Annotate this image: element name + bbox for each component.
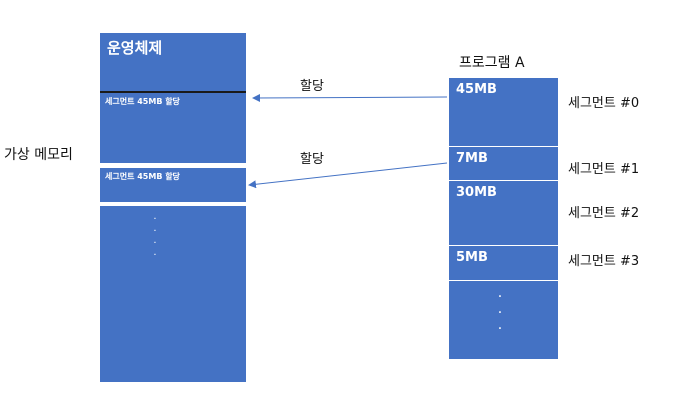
arrow-segment-1 — [248, 162, 448, 189]
program-segment-1-size: 7MB — [456, 151, 488, 166]
virtual-memory-label: 가상 메모리 — [4, 147, 73, 163]
vm-segment-label-2: 세그먼트 45MB 할당 — [105, 172, 180, 181]
arrow-label-bottom: 할당 — [300, 152, 324, 167]
program-segment-2: 30MB — [449, 181, 558, 246]
program-segment-0: 45MB — [449, 78, 558, 147]
os-label: 운영체제 — [107, 39, 163, 57]
arrow-segment-0 — [252, 93, 448, 102]
program-segment-0-size: 45MB — [456, 82, 497, 97]
program-ellipsis: · · · — [497, 289, 503, 337]
segment-label-1: 세그먼트 #1 — [568, 162, 640, 177]
vm-free-block: · · · · — [100, 206, 246, 382]
arrow-label-top: 할당 — [300, 79, 324, 94]
segment-label-2: 세그먼트 #2 — [568, 206, 640, 221]
segment-label-3: 세그먼트 #3 — [568, 254, 640, 269]
vm-segment-block-1: 세그먼트 45MB 할당 — [100, 93, 246, 163]
program-segment-3: 5MB — [449, 246, 558, 281]
program-segment-3-size: 5MB — [456, 250, 488, 265]
os-block: 운영체제 — [100, 33, 246, 91]
segment-label-0: 세그먼트 #0 — [568, 96, 640, 111]
os-divider — [100, 91, 246, 93]
vm-ellipsis: · · · · — [153, 214, 157, 261]
vm-segment-block-2: 세그먼트 45MB 할당 — [100, 168, 246, 202]
program-rest: · · · — [449, 281, 558, 359]
program-segment-2-size: 30MB — [456, 185, 497, 200]
program-segment-1: 7MB — [449, 147, 558, 181]
vm-segment-label-1: 세그먼트 45MB 할당 — [105, 97, 180, 106]
program-label: 프로그램 A — [459, 55, 525, 71]
